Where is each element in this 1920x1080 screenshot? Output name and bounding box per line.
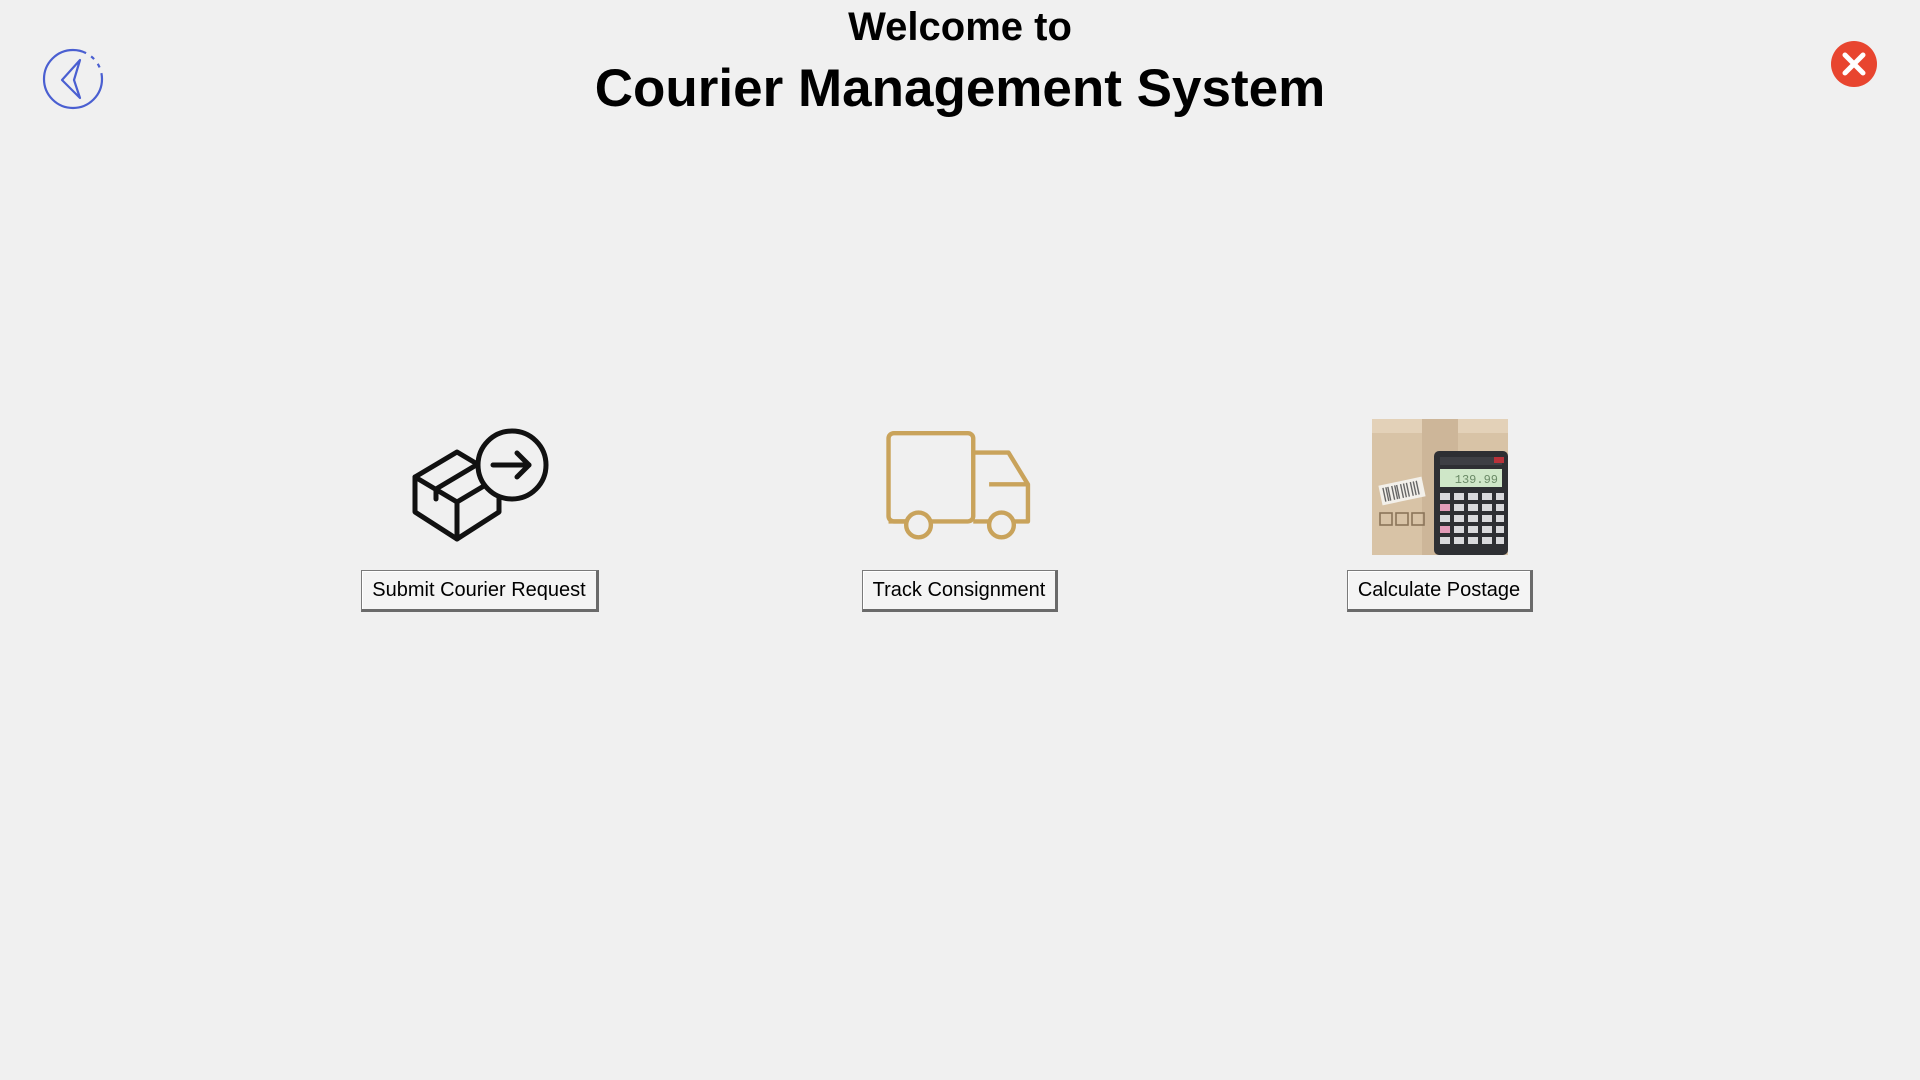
track-consignment-button[interactable]: Track Consignment [861,570,1059,612]
calculate-postage-icon-wrap: 139.99 [1365,412,1515,562]
calculate-postage-tile: 139.99 [1340,412,1540,612]
parcel-calculator-icon: 139.99 [1372,419,1508,555]
page-title: Courier Management System [594,59,1326,118]
back-arrow-icon [42,48,104,110]
track-consignment-icon-wrap [885,412,1035,562]
calculate-postage-button[interactable]: Calculate Postage [1346,570,1534,612]
submit-courier-icon-wrap [405,412,555,562]
close-button[interactable] [1830,40,1878,88]
back-button[interactable] [40,46,106,112]
welcome-text: Welcome to [848,5,1072,49]
truck-icon [886,430,1031,540]
submit-courier-request-button[interactable]: Submit Courier Request [361,570,599,612]
close-icon [1831,41,1877,87]
box-forward-icon [412,428,549,542]
submit-courier-tile: Submit Courier Request [360,412,600,612]
track-consignment-tile: Track Consignment [860,412,1060,612]
calculator-display-value: 139.99 [1455,473,1498,487]
